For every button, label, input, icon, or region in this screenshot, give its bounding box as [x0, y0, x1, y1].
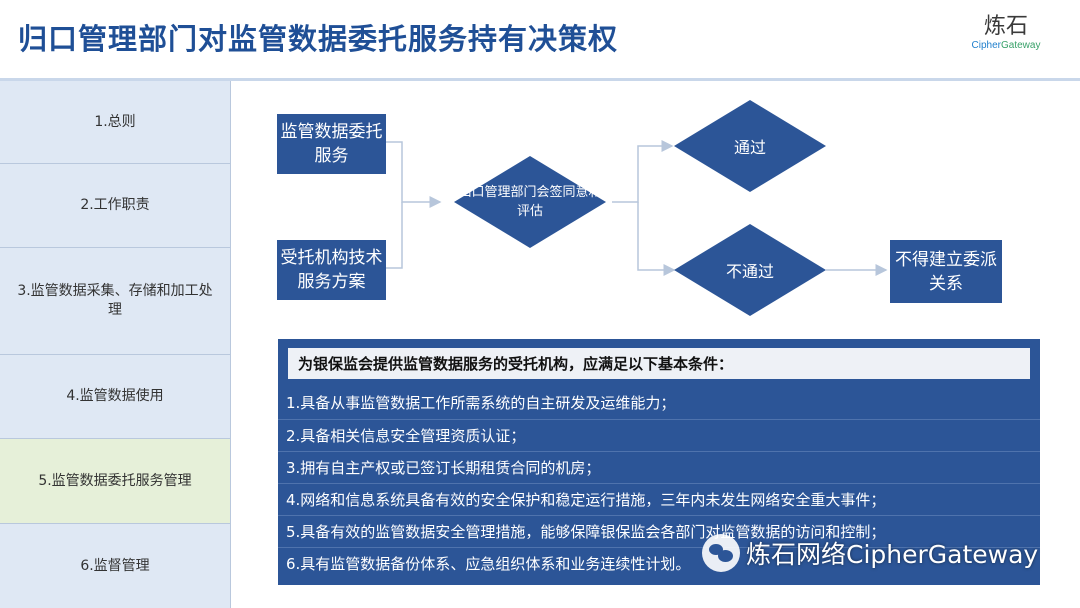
condition-item: 1.具备从事监管数据工作所需系统的自主研发及运维能力；: [286, 394, 676, 412]
connector-to-fail: [637, 202, 676, 276]
box-label: 受托机构技术服务方案: [280, 248, 383, 292]
header-divider: [0, 78, 1080, 81]
sidebar-item-label: 1.总则: [94, 113, 136, 130]
header: 归口管理部门对监管数据委托服务持有决策权 炼石 CipherGateway: [0, 0, 1080, 78]
pass-label: 通过: [733, 138, 766, 157]
sidebar-item-general[interactable]: 1.总则: [0, 81, 230, 164]
sidebar-item-duties[interactable]: 2.工作职责: [0, 164, 230, 248]
pass-diamond: [674, 100, 826, 192]
condition-item: 6.具有监管数据备份体系、应急组织体系和业务连续性计划。: [278, 547, 1040, 578]
condition-item: 5.具备有效的监管数据安全管理措施，能够保障银保监会各部门对监管数据的访问和控制…: [278, 515, 1040, 546]
sidebar-item-label: 2.工作职责: [80, 197, 150, 213]
logo-en-b: Gateway: [1001, 40, 1041, 51]
box-label: 监管数据委托服务: [280, 122, 383, 166]
input-box-entrusted-service: 监管数据委托服务: [277, 114, 386, 174]
box-label: 不得建立委派关系: [895, 249, 997, 294]
sidebar-item-usage[interactable]: 4.监管数据使用: [0, 355, 230, 439]
sidebar-item-label: 5.监管数据委托服务管理: [38, 472, 192, 489]
brand-logo: 炼石 CipherGateway: [960, 14, 1052, 52]
condition-item: 2.具备相关信息安全管理资质认证；: [278, 419, 1040, 450]
connector-input1: [386, 141, 442, 208]
sidebar-item-entrusted-service[interactable]: 5.监管数据委托服务管理: [0, 439, 230, 524]
watermark-text: 炼石网络CipherGateway: [746, 540, 1039, 569]
result-box-no-delegation: 不得建立委派关系: [890, 240, 1002, 303]
fail-diamond: [674, 224, 826, 316]
wechat-icon: [702, 534, 740, 572]
connector-to-pass: [612, 140, 674, 203]
logo-cn-text: 炼石: [983, 14, 1028, 39]
sidebar-item-supervision[interactable]: 6.监督管理: [0, 524, 230, 608]
input-box-tech-plan: 受托机构技术服务方案: [277, 240, 386, 300]
sidebar-item-label: 4.监管数据使用: [66, 388, 164, 404]
connector-input2: [386, 202, 403, 269]
logo-en-a: Cipher: [971, 40, 1001, 51]
decision-label: 归口管理部门会签同意和评估: [458, 185, 602, 219]
sidebar-item-collection[interactable]: 3.监管数据采集、存储和加工处理: [0, 248, 230, 355]
sidebar-item-label: 6.监督管理: [80, 557, 150, 574]
conditions-panel: 为银保监会提供监管数据服务的受托机构，应满足以下基本条件： 1.具备从事监管数据…: [278, 339, 1040, 585]
sidebar: 1.总则 2.工作职责 3.监管数据采集、存储和加工处理 4.监管数据使用 5.…: [0, 81, 231, 608]
fail-label: 不通过: [725, 262, 774, 281]
condition-item: 4.网络和信息系统具备有效的安全保护和稳定运行措施，三年内未发生网络安全重大事件…: [278, 483, 1040, 514]
sidebar-item-label: 3.监管数据采集、存储和加工处理: [17, 283, 213, 318]
condition-item: 3.拥有自主产权或已签订长期租赁合同的机房；: [278, 451, 1040, 482]
logo-en-text: CipherGateway: [960, 40, 1052, 52]
decision-diamond: [454, 156, 606, 248]
conditions-heading: 为银保监会提供监管数据服务的受托机构，应满足以下基本条件：: [288, 348, 1030, 379]
page-title: 归口管理部门对监管数据委托服务持有决策权: [18, 22, 619, 56]
watermark: 炼石网络CipherGateway: [702, 534, 1038, 572]
